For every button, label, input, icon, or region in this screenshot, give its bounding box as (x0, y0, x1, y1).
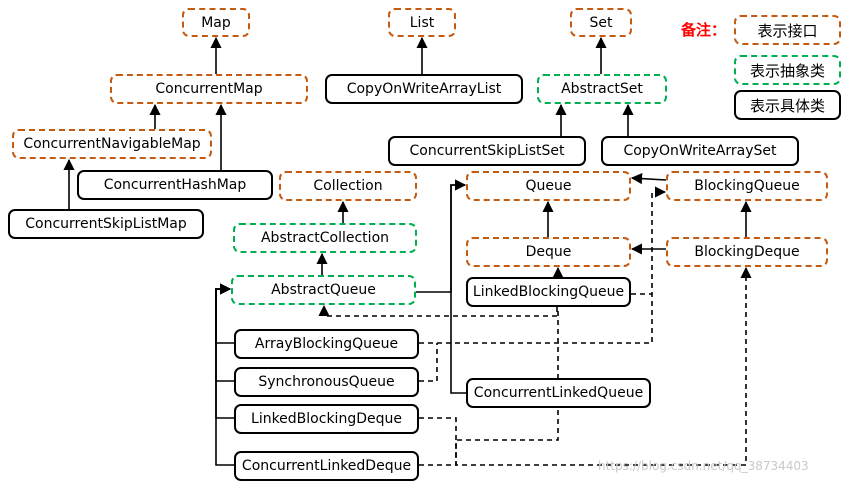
node-label: SynchronousQueue (258, 374, 395, 390)
node-abstractqueue: AbstractQueue (231, 275, 416, 305)
node-collection: Collection (279, 171, 417, 201)
node-label: ConcurrentMap (155, 81, 263, 97)
node-copyonwritearraylist: CopyOnWriteArrayList (325, 74, 523, 104)
node-label: ConcurrentLinkedDeque (241, 458, 412, 474)
legend-item-label: 表示具体类 (749, 96, 825, 115)
legend-item-concrete: 表示具体类 (734, 90, 841, 120)
node-label: Collection (313, 178, 383, 194)
node-concurrentskiplistset: ConcurrentSkipListSet (388, 136, 586, 166)
node-label: ConcurrentSkipListSet (409, 143, 565, 159)
node-list: List (388, 8, 456, 37)
edges (63, 36, 752, 466)
node-concurrentnavigablemap: ConcurrentNavigableMap (12, 129, 212, 159)
node-concurrenthashmap: ConcurrentHashMap (77, 170, 273, 200)
node-label: CopyOnWriteArraySet (623, 143, 777, 159)
node-set: Set (570, 8, 632, 37)
edge-arrayblockingqueue-to-blockingqueue (419, 186, 667, 344)
node-concurrentmap: ConcurrentMap (110, 74, 308, 104)
node-abstractset: AbstractSet (537, 74, 667, 104)
edge-concurrentlinkedqueue-to-queue (450, 179, 467, 394)
node-label: CopyOnWriteArrayList (346, 81, 502, 97)
node-blockingqueue: BlockingQueue (666, 171, 828, 201)
node-label: AbstractCollection (260, 230, 390, 246)
node-label: ConcurrentSkipListMap (25, 216, 187, 232)
node-label: AbstractQueue (271, 282, 376, 298)
node-blockingdeque: BlockingDeque (666, 237, 828, 267)
node-label: Deque (525, 244, 572, 260)
edge-synchronousqueue-to-blockingqueue (419, 343, 438, 382)
edge-abstractqueue-to-queue (416, 179, 467, 293)
node-linkedblockingqueue: LinkedBlockingQueue (466, 277, 631, 307)
node-label: LinkedBlockingDeque (251, 411, 402, 427)
legend-item-label: 表示抽象类 (749, 61, 825, 80)
edge-blockingqueue-to-queue (630, 173, 667, 185)
node-label: Set (589, 14, 613, 31)
node-concurrentlinkedqueue: ConcurrentLinkedQueue (466, 378, 651, 408)
legend-item-abstract: 表示抽象类 (734, 55, 841, 85)
node-copyonwritearrayset: CopyOnWriteArraySet (601, 136, 799, 166)
legend-item-interface: 表示接口 (734, 15, 841, 45)
node-label: ConcurrentLinkedQueue (473, 385, 644, 401)
node-label: BlockingDeque (694, 244, 800, 260)
node-abstractcollection: AbstractCollection (233, 223, 417, 253)
node-concurrentlinkeddeque: ConcurrentLinkedDeque (234, 451, 419, 481)
legend-title: 备注： (681, 21, 727, 39)
watermark: https://blog.csdn.net/qq_38734403 (598, 459, 809, 473)
node-deque: Deque (466, 237, 631, 267)
node-concurrentskiplistmap: ConcurrentSkipListMap (8, 209, 204, 239)
node-label: ConcurrentHashMap (103, 177, 247, 193)
node-label: Queue (525, 178, 572, 194)
edge-linkedblockingqueue-to-abstractqueue (318, 304, 558, 317)
node-label: BlockingQueue (694, 178, 800, 194)
node-label: List (409, 14, 435, 31)
legend-item-label: 表示接口 (757, 21, 818, 40)
node-label: AbstractSet (561, 81, 643, 97)
node-map: Map (182, 8, 250, 37)
node-synchronousqueue: SynchronousQueue (234, 367, 419, 397)
node-linkedblockingdeque: LinkedBlockingDeque (234, 404, 419, 434)
edge-concurrentlinkeddeque-to-abstractqueue (215, 283, 234, 466)
edge-synchronousqueue-to-abstractqueue (215, 283, 234, 382)
node-label: LinkedBlockingQueue (472, 284, 625, 300)
node-label: ArrayBlockingQueue (254, 336, 399, 352)
node-arrayblockingqueue: ArrayBlockingQueue (234, 329, 419, 359)
edge-linkedblockingdeque-to-abstractqueue (215, 283, 234, 419)
node-label: Map (201, 14, 231, 31)
node-queue: Queue (466, 171, 631, 201)
node-label: ConcurrentNavigableMap (23, 136, 201, 152)
